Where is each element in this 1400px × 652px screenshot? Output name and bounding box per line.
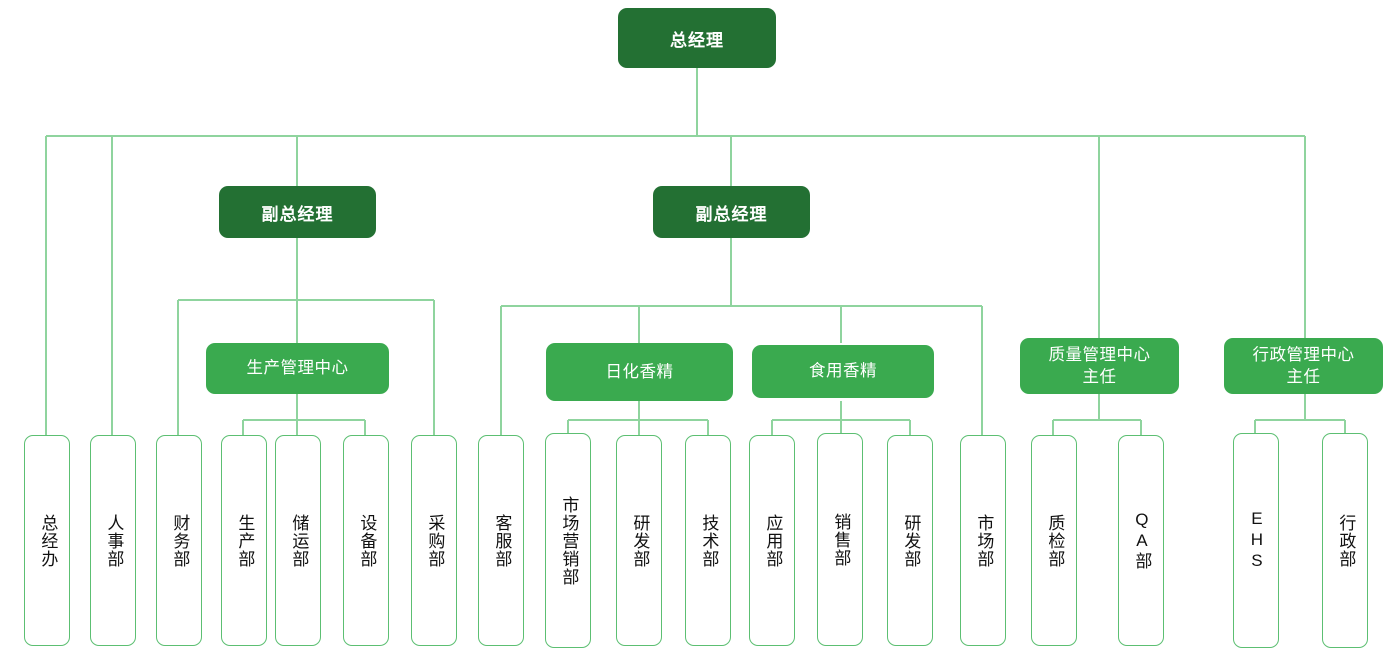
- node-food-flavor[interactable]: 食用香精: [752, 345, 934, 398]
- node-label: 研发部: [630, 513, 650, 568]
- node-market-department[interactable]: 市场部: [960, 435, 1006, 646]
- node-label: 行政部: [1336, 513, 1356, 568]
- node-label: 财务部: [170, 513, 190, 568]
- node-quality-management-center-director[interactable]: 质量管理中心 主任: [1020, 338, 1179, 394]
- node-label: 市场营销部: [559, 495, 579, 586]
- node-label: 技术部: [699, 513, 719, 568]
- node-rd-department-daily-chemical[interactable]: 研发部: [616, 435, 662, 646]
- node-label-line2: 主任: [1286, 368, 1321, 386]
- node-label: 质检部: [1045, 513, 1065, 568]
- node-storage-transport-department[interactable]: 储运部: [275, 435, 321, 646]
- node-general-manager[interactable]: 总经理: [618, 8, 776, 68]
- node-label: 副总经理: [695, 204, 768, 224]
- node-technology-department[interactable]: 技术部: [685, 435, 731, 646]
- node-sales-department[interactable]: 销售部: [817, 433, 863, 646]
- node-label: 储运部: [289, 513, 309, 568]
- node-marketing-department[interactable]: 市场营销部: [545, 433, 591, 648]
- node-label: 日化香精: [605, 362, 674, 381]
- node-label: 生产管理中心: [246, 359, 349, 378]
- node-daily-chemical-flavor[interactable]: 日化香精: [546, 343, 733, 401]
- node-production-management-center[interactable]: 生产管理中心: [206, 343, 389, 394]
- node-label-line2: 主任: [1082, 368, 1117, 386]
- node-label-line1: 行政管理中心: [1252, 345, 1355, 364]
- node-rd-department-food[interactable]: 研发部: [887, 435, 933, 646]
- node-label: 客服部: [492, 513, 512, 568]
- node-label: 市场部: [974, 513, 994, 568]
- node-label: 食用香精: [809, 362, 877, 381]
- node-administration-department[interactable]: 行政部: [1322, 433, 1368, 648]
- node-label: 总经理: [670, 30, 724, 50]
- node-qa-department[interactable]: QA部: [1118, 435, 1164, 646]
- node-label: 副总经理: [261, 204, 334, 224]
- node-label: QA部: [1132, 510, 1152, 571]
- node-label: 采购部: [425, 513, 445, 568]
- node-label: 研发部: [901, 513, 921, 568]
- node-application-department[interactable]: 应用部: [749, 435, 795, 646]
- node-deputy-general-manager-1[interactable]: 副总经理: [219, 186, 376, 238]
- node-label-line1: 质量管理中心: [1048, 345, 1151, 364]
- node-production-department[interactable]: 生产部: [221, 435, 267, 646]
- node-label: 生产部: [235, 513, 255, 568]
- node-label: 设备部: [357, 513, 377, 568]
- node-general-manager-office[interactable]: 总经办: [24, 435, 70, 646]
- node-label: 总经办: [38, 513, 58, 568]
- node-label: 人事部: [104, 513, 124, 568]
- node-label: EHS: [1247, 509, 1267, 572]
- node-equipment-department[interactable]: 设备部: [343, 435, 389, 646]
- node-label: 应用部: [763, 513, 783, 568]
- node-purchasing-department[interactable]: 采购部: [411, 435, 457, 646]
- node-quality-inspection-department[interactable]: 质检部: [1031, 435, 1077, 646]
- node-customer-service-department[interactable]: 客服部: [478, 435, 524, 646]
- node-deputy-general-manager-2[interactable]: 副总经理: [653, 186, 810, 238]
- node-label: 销售部: [831, 512, 851, 567]
- node-ehs-department[interactable]: EHS: [1233, 433, 1279, 648]
- node-finance-department[interactable]: 财务部: [156, 435, 202, 646]
- node-hr-department[interactable]: 人事部: [90, 435, 136, 646]
- node-administration-management-center-director[interactable]: 行政管理中心 主任: [1224, 338, 1383, 394]
